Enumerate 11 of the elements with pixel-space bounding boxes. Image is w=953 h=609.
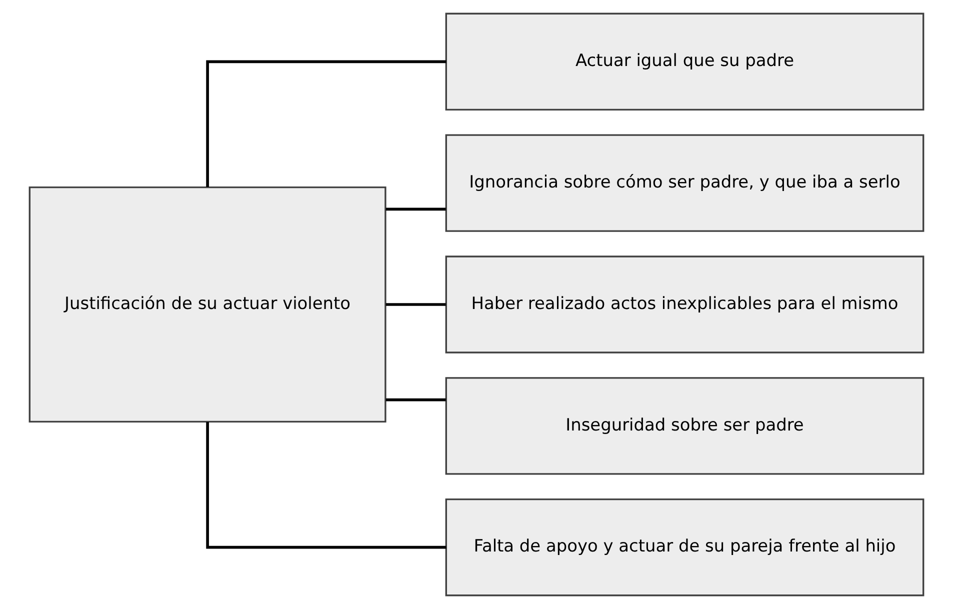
connector — [206, 60, 446, 187]
node-box: Inseguridad sobre ser padre — [445, 377, 924, 475]
connector — [386, 303, 446, 306]
connector — [386, 208, 446, 211]
node-box: Justificación de su actuar violento — [28, 186, 386, 423]
connector — [386, 398, 446, 402]
node-box: Actuar igual que su padre — [445, 12, 924, 111]
node-box: Ignorancia sobre cómo ser padre, y que iba a serlo — [445, 134, 924, 232]
node-box: Falta de apoyo y actuar de su pareja frente al hijo — [445, 498, 924, 596]
node-box: Haber realizado actos inexplicables para el mismo — [445, 256, 924, 354]
connector — [206, 422, 446, 549]
